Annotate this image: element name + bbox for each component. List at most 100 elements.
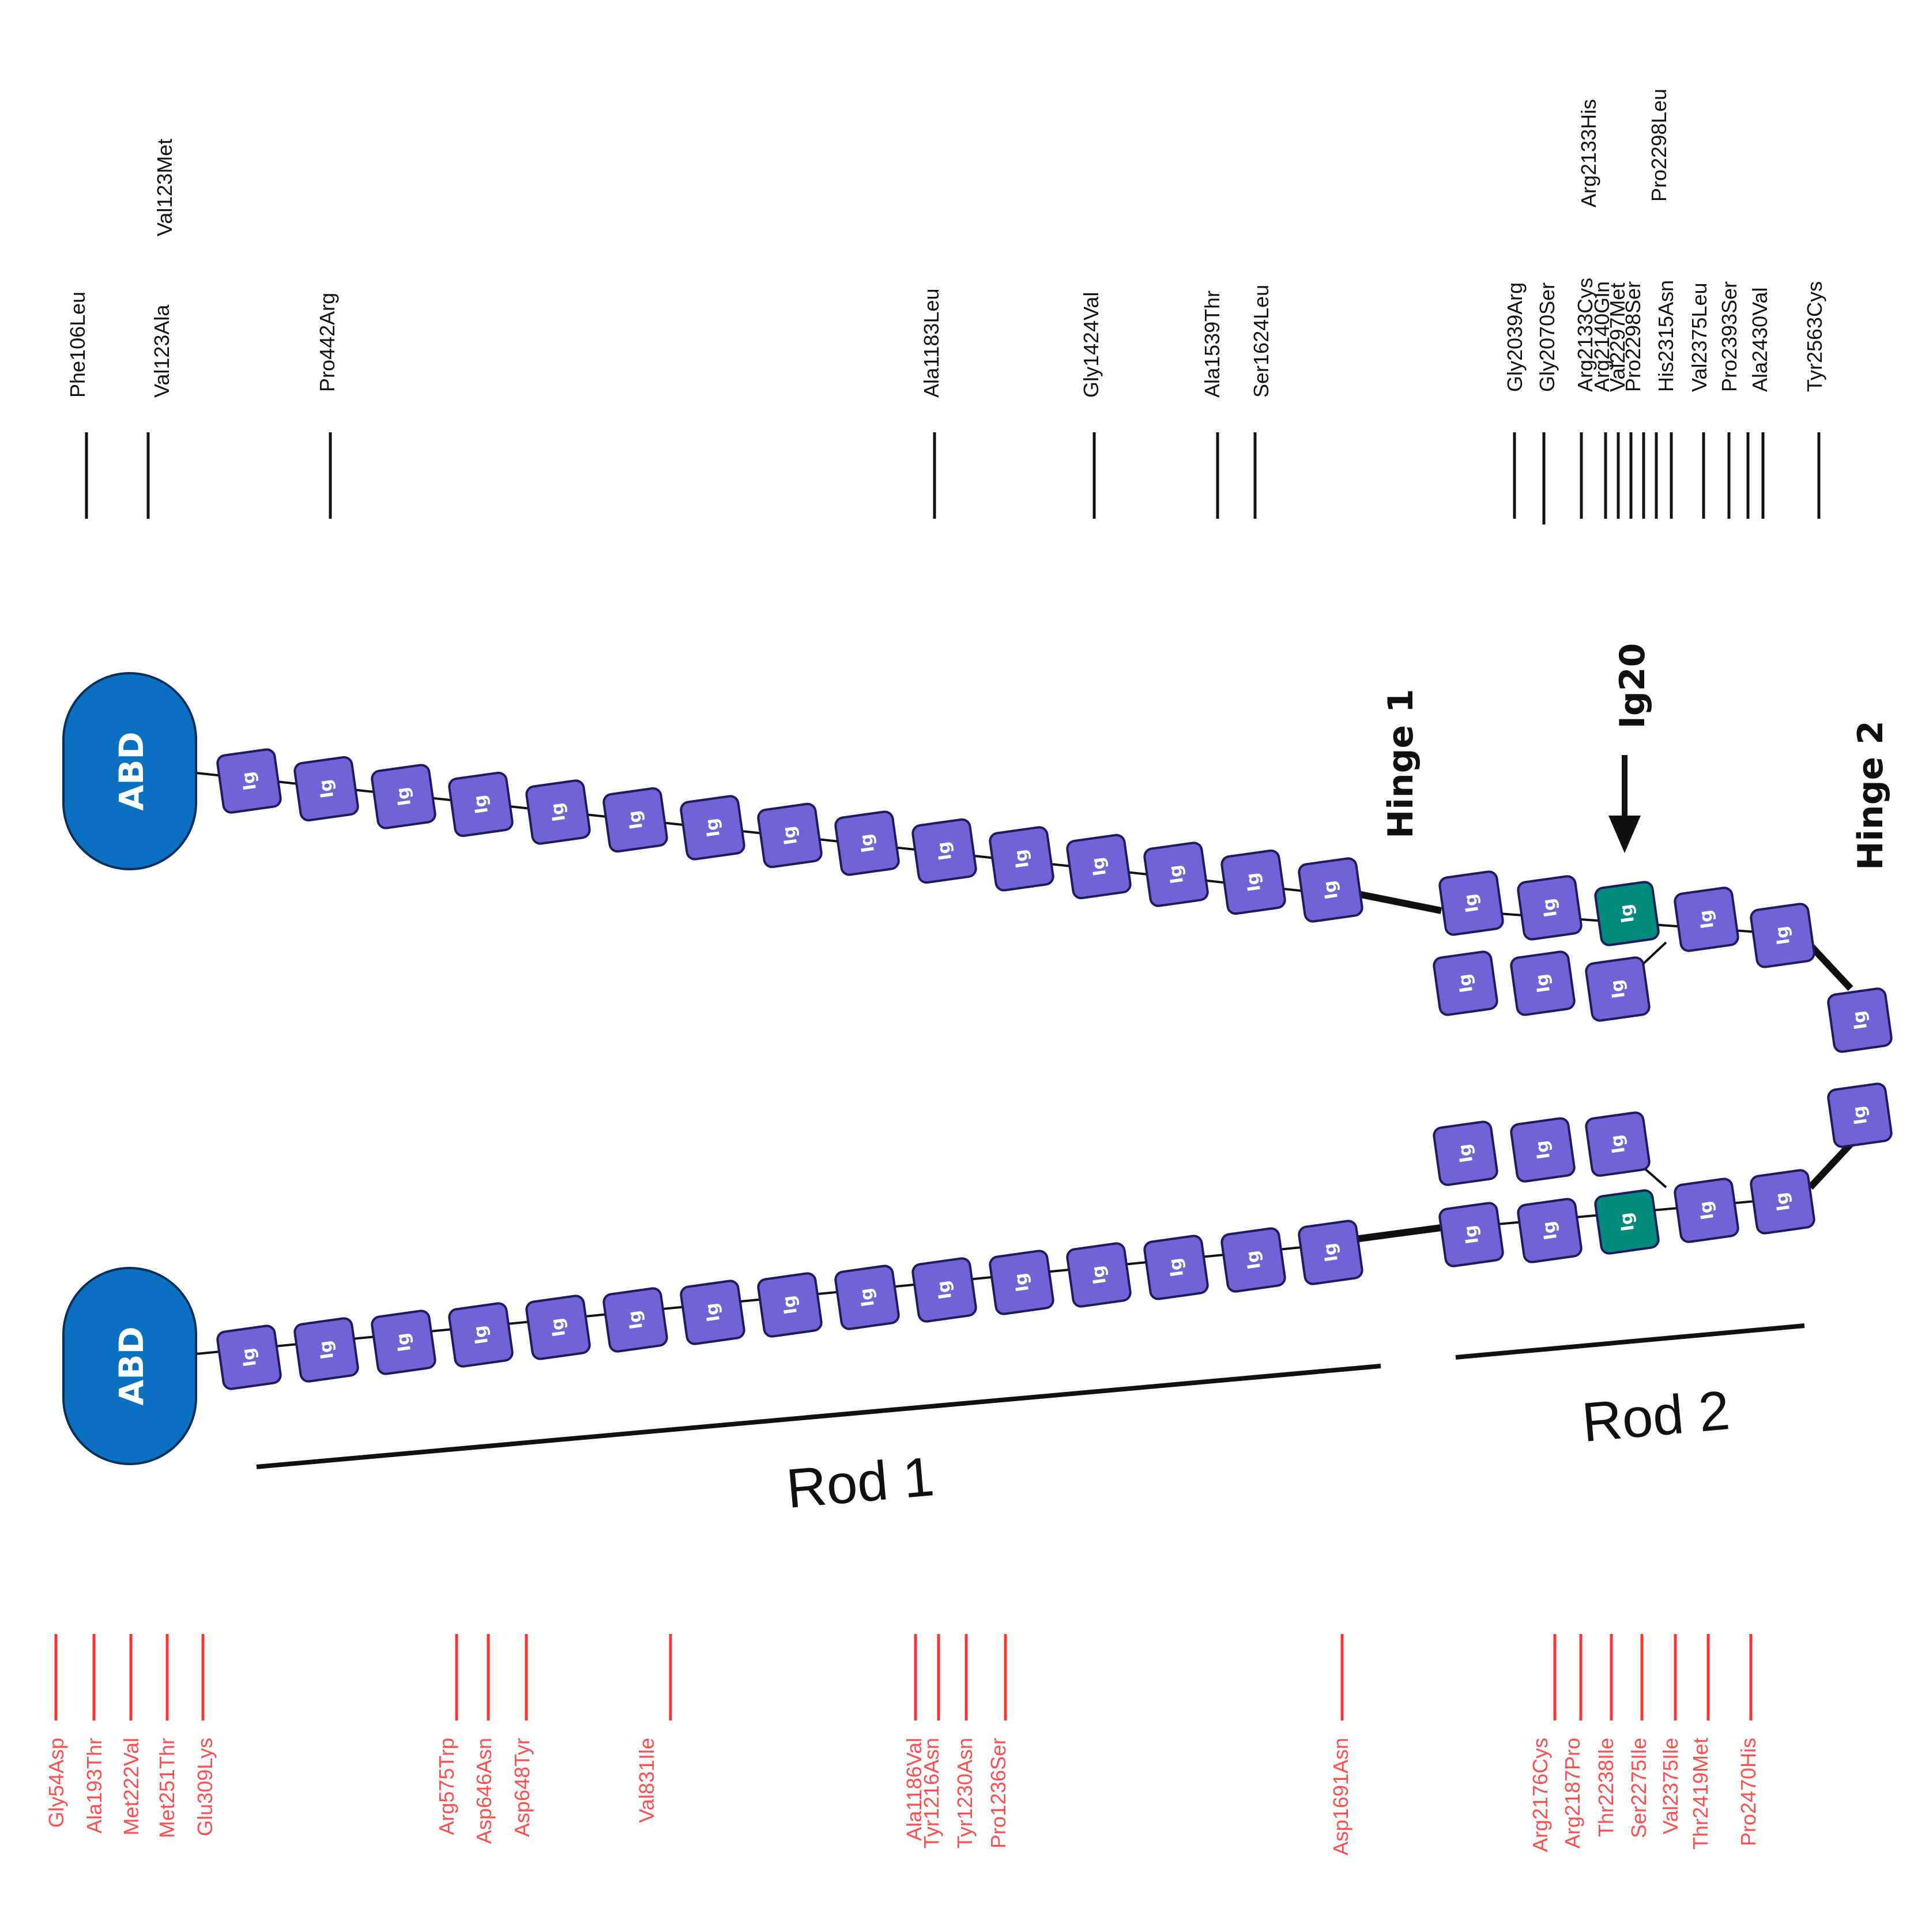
ig-label: Ig xyxy=(1011,848,1033,869)
ig-domain: Ig xyxy=(602,787,668,853)
abd-domain-top: ABD xyxy=(62,672,197,870)
ig-domain: Ig xyxy=(1143,1235,1209,1300)
bottom-mutation-label: Ser2275Ile xyxy=(1627,1738,1651,1838)
ig-domain: Ig xyxy=(989,826,1054,892)
bottom-mutation-label: Val2375Ile xyxy=(1659,1738,1682,1834)
ig-label: Ig xyxy=(1532,972,1554,994)
ig-label: Ig xyxy=(1696,1199,1718,1221)
ig-domain: Ig xyxy=(602,1287,668,1353)
ig-label: Ig xyxy=(393,786,415,807)
ig-label: Ig xyxy=(933,840,956,862)
abd-label: ABD xyxy=(112,1326,151,1405)
bottom-mutations: Gly54Asp Ala193Thr Met222Val Met251Thr G… xyxy=(44,1634,1760,1855)
bottom-mutation-label: Arg575Trp xyxy=(435,1738,458,1835)
bottom-mutation-label: Arg2187Pro xyxy=(1561,1738,1584,1848)
hinge1-label: Hinge 1 xyxy=(1381,689,1421,839)
top-mutation-label: Gly2070Ser xyxy=(1535,282,1559,392)
ig-label: Ig xyxy=(702,1301,724,1323)
ig-domain: Ig xyxy=(293,756,359,822)
ig-domain: Ig xyxy=(989,1250,1054,1315)
ig-domain: Ig xyxy=(1438,870,1504,936)
ig-domain: Ig xyxy=(525,779,591,845)
ig-domain: Ig xyxy=(911,818,977,884)
ig-label: Ig xyxy=(1088,1264,1110,1285)
ig-label: Ig xyxy=(1607,1133,1629,1154)
bottom-mutation-label: Thr2238Ile xyxy=(1594,1738,1618,1837)
top-mutation-label: Val123Met xyxy=(153,139,176,236)
ig-label: Ig xyxy=(779,825,801,846)
ig-domain: Ig xyxy=(1066,833,1132,900)
bottom-mutation-label: Val831Ile xyxy=(635,1738,658,1822)
ig-label: Ig xyxy=(1539,897,1561,918)
ig-label: Ig xyxy=(1772,925,1794,946)
ig-label: Ig xyxy=(624,809,647,831)
ig-label: Ig xyxy=(1616,903,1638,924)
top-mutations: Phe106Leu Val123Ala Val123Met Pro442Arg … xyxy=(66,89,1826,524)
abd-label: ABD xyxy=(112,731,151,810)
ig-label: Ig xyxy=(1165,1256,1188,1278)
bottom-mutation-label: Asp1691Asn xyxy=(1329,1738,1352,1855)
bottom-mutation-label: Tyr1230Asn xyxy=(953,1738,977,1848)
ig-label: Ig xyxy=(1460,1224,1483,1245)
rod2-bar xyxy=(1455,1323,1805,1360)
top-mutation-label: Arg2140Gln xyxy=(1590,281,1614,392)
ig-domain: Ig xyxy=(525,1295,591,1360)
ig-label: Ig xyxy=(1532,1139,1554,1160)
ig-domain: Ig xyxy=(1298,1220,1363,1285)
ig-domain: Ig xyxy=(1585,1111,1651,1177)
ig-domain: Ig xyxy=(1674,1178,1739,1243)
ig-label: Ig xyxy=(779,1294,801,1315)
ig-domain: Ig xyxy=(371,764,436,829)
ig-label: Ig xyxy=(1011,1271,1033,1293)
ig-label: Ig xyxy=(470,794,492,815)
ig-label: Ig xyxy=(393,1331,415,1353)
ig-domain: Ig xyxy=(1585,956,1651,1022)
ig-label: Ig xyxy=(1242,1249,1265,1270)
ig-domain: Ig xyxy=(1220,1227,1286,1293)
ig-domain: Ig xyxy=(1510,950,1576,1016)
bottom-mutation-label: Met251Thr xyxy=(155,1738,179,1838)
ig-domain: Ig xyxy=(1438,1202,1504,1267)
ig-domain: Ig xyxy=(448,771,514,837)
top-mutation-label: Tyr2563Cys xyxy=(1803,281,1826,392)
ig-domain: Ig xyxy=(1674,886,1739,952)
bottom-mutation-label: Ala193Thr xyxy=(82,1738,106,1833)
top-mutation-label: Pro2393Ser xyxy=(1717,281,1741,392)
ig20-label: Ig20 xyxy=(1612,643,1653,729)
top-mutation-label: Val123Ala xyxy=(150,304,174,398)
ig-domain: Ig xyxy=(448,1302,514,1368)
top-mutation-label: Val2375Leu xyxy=(1687,282,1711,392)
ig-domain: Ig xyxy=(1143,842,1209,907)
ig-label: Ig xyxy=(315,1339,338,1360)
ig-label: Ig xyxy=(1849,1009,1871,1031)
ig-label: Ig xyxy=(1455,1142,1477,1164)
top-mutation-label: Arg2133His xyxy=(1577,99,1600,207)
ig-label: Ig xyxy=(1607,978,1629,999)
ig-label: Ig xyxy=(1320,879,1342,900)
ig-domain: Ig xyxy=(1827,1082,1893,1148)
ig-domain: Ig xyxy=(1517,1198,1583,1263)
top-mutation-label: Pro2298Ser xyxy=(1621,281,1645,392)
ig-label: Ig xyxy=(1455,972,1477,994)
bottom-mutation-label: Glu309Lys xyxy=(193,1738,217,1836)
ig-domain: Ig xyxy=(680,1280,745,1345)
ig-domain: Ig xyxy=(834,810,900,876)
ig-label: Ig xyxy=(702,817,724,838)
ig-label: Ig xyxy=(238,770,261,791)
ig-domain: Ig xyxy=(911,1257,977,1323)
rod2-label: Rod 2 xyxy=(1580,1379,1732,1454)
bottom-mutation-label: Pro1236Ser xyxy=(986,1738,1010,1848)
bottom-mutation-label: Met222Val xyxy=(119,1738,143,1835)
ig-domain: Ig xyxy=(1433,950,1498,1016)
ig20-domain: Ig xyxy=(1594,881,1660,946)
bottom-mutation-label: Thr2419Met xyxy=(1689,1738,1712,1850)
ig-label: Ig xyxy=(238,1346,261,1368)
top-mutation-label: Ser1624Leu xyxy=(1249,285,1273,398)
ig-domain: Ig xyxy=(834,1265,900,1330)
ig-label: Ig xyxy=(1165,863,1188,885)
ig-label: Ig xyxy=(933,1279,956,1300)
top-mutation-label: Gly1424Val xyxy=(1079,292,1103,398)
ig-domain: Ig xyxy=(1750,903,1815,968)
rod1-label: Rod 1 xyxy=(784,1446,937,1520)
bottom-mutation-label: Asp646Asn xyxy=(472,1738,496,1844)
